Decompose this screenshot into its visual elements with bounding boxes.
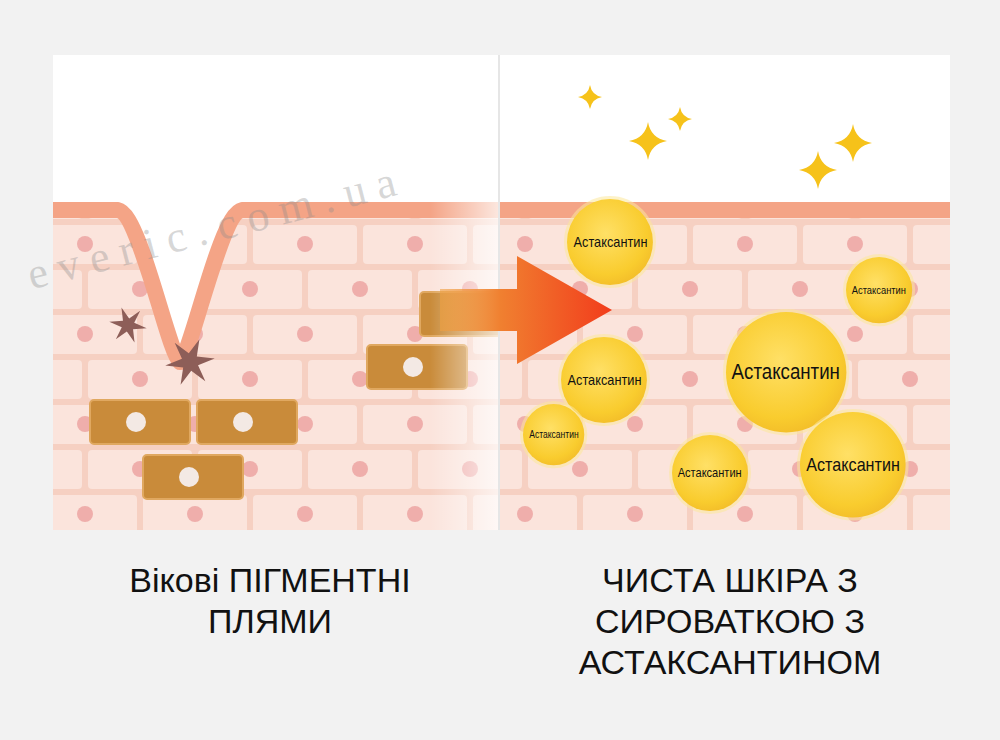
- bubble-label: Астаксантин: [573, 233, 647, 250]
- bubble-glow: [564, 196, 656, 288]
- watermark: e v e r i c . c o m . u a: [22, 156, 401, 300]
- bubble-glow: [843, 254, 915, 326]
- bubble-label: Астаксантин: [529, 429, 578, 440]
- left-panel: [53, 55, 498, 530]
- astaxanthin-bubble: Астаксантин: [800, 412, 906, 518]
- bubble-glow: [669, 432, 751, 514]
- bubble-label: Астаксантин: [732, 359, 840, 385]
- bubble-fill: [523, 404, 584, 465]
- bubble-fill: [726, 312, 846, 432]
- astaxanthin-bubble: Астаксантин: [846, 257, 912, 323]
- right-caption: ЧИСТА ШКІРА З СИРОВАТКОЮ З АСТАКСАНТИНОМ: [560, 560, 900, 682]
- sparkles: [578, 85, 872, 189]
- bubble-glow: [520, 401, 587, 468]
- bubble-fill: [672, 435, 748, 511]
- bubble-glow: [797, 409, 909, 521]
- left-caption: Вікові ПІГМЕНТНІ ПЛЯМИ: [95, 560, 445, 642]
- astaxanthin-bubble: Астаксантин: [567, 199, 653, 285]
- bubble-fill: [800, 412, 906, 518]
- bubble-label: Астаксантин: [678, 465, 742, 480]
- bubble-label: Астаксантин: [806, 454, 900, 476]
- bubble-label: Астаксантин: [852, 284, 906, 296]
- astaxanthin-bubble: Астаксантин: [523, 404, 584, 465]
- bubble-fill: [846, 257, 912, 323]
- bubble-fill: [567, 199, 653, 285]
- astaxanthin-bubble: Астаксантин: [726, 312, 846, 432]
- astaxanthin-bubble: Астаксантин: [672, 435, 748, 511]
- bubble-label: Астаксантин: [567, 371, 641, 388]
